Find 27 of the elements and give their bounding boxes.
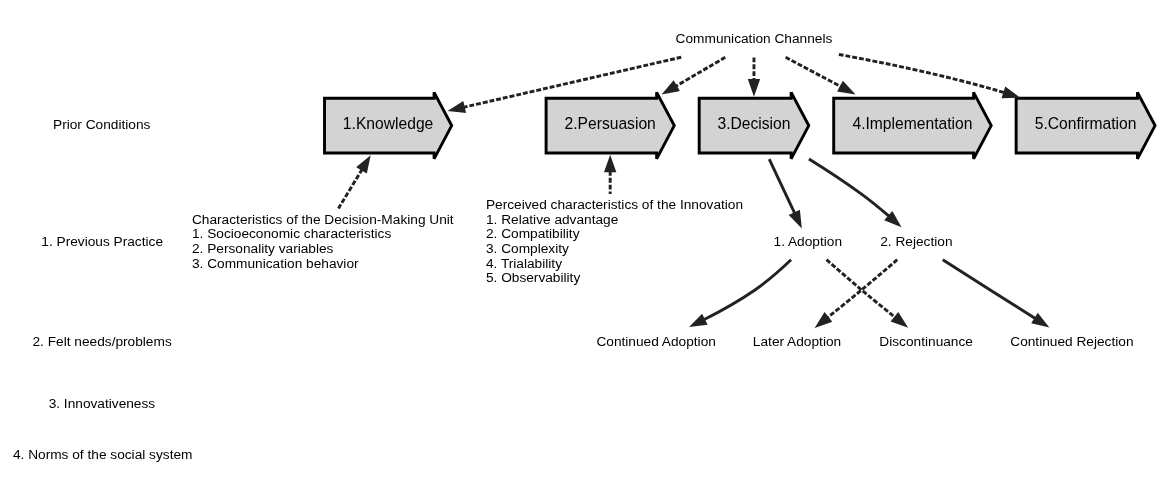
arrow [941, 258, 1050, 328]
node-text: 2. Rejection [880, 233, 953, 249]
label: 4. Norms of the social system [12, 447, 193, 463]
arrow [808, 157, 902, 228]
node-text: Characteristics of the Decision-Making Unit 1. Socioeconomic characteristics 2. Personality variables 3. Communication behavior [191, 211, 454, 271]
node-text: 1. Adoption [773, 233, 843, 249]
arrow [784, 56, 856, 95]
node-text: Continued Adoption [596, 334, 716, 350]
node-text: Continued Rejection [1010, 334, 1134, 350]
arrow [814, 258, 899, 328]
arrow [337, 155, 371, 210]
node-text: Perceived characteristics of the Innovation 1. Relative advantage 2. Compatibility 3. Complexity 4. Trialability 5. Observability [485, 196, 744, 286]
label: Prior Conditions [53, 117, 151, 133]
arrow [661, 56, 726, 95]
arrow [767, 158, 802, 229]
arrow [838, 53, 1021, 99]
arrow [447, 55, 682, 114]
node-text: Discontinuance [879, 334, 973, 350]
label: 3. Innovativeness [48, 395, 156, 411]
label: 2. Felt needs/problems [32, 334, 172, 350]
arrow [604, 154, 617, 194]
node-text: Communication Channels [675, 31, 833, 47]
arrow [689, 258, 793, 328]
node-text: Later Adoption [752, 334, 842, 350]
label: 1. Previous Practice [41, 233, 164, 249]
arrow [747, 57, 761, 97]
arrow [825, 258, 909, 328]
